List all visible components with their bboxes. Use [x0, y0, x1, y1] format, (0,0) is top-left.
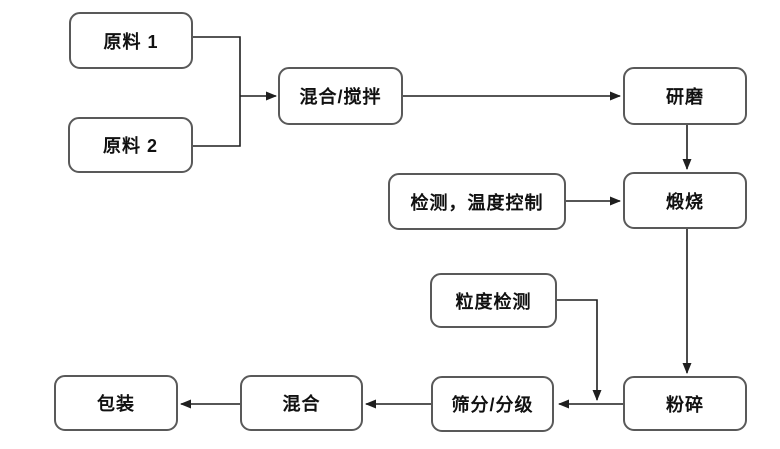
node-sieving-grading: 筛分/分级	[431, 376, 554, 432]
node-calcination: 煅烧	[623, 172, 747, 229]
node-crushing: 粉碎	[623, 376, 747, 431]
node-raw-material-1: 原料 1	[69, 12, 193, 69]
node-grinding: 研磨	[623, 67, 747, 125]
node-raw-material-2: 原料 2	[68, 117, 193, 173]
node-packaging: 包装	[54, 375, 178, 431]
node-mix-stir: 混合/搅拌	[278, 67, 403, 125]
node-particle-size-inspection: 粒度检测	[430, 273, 557, 328]
edge-particlesize-to-junction	[557, 299, 602, 401]
node-mixing: 混合	[240, 375, 363, 431]
edge-raw-materials-merge	[193, 36, 241, 147]
node-inspection-temperature-control: 检测，温度控制	[388, 173, 566, 230]
